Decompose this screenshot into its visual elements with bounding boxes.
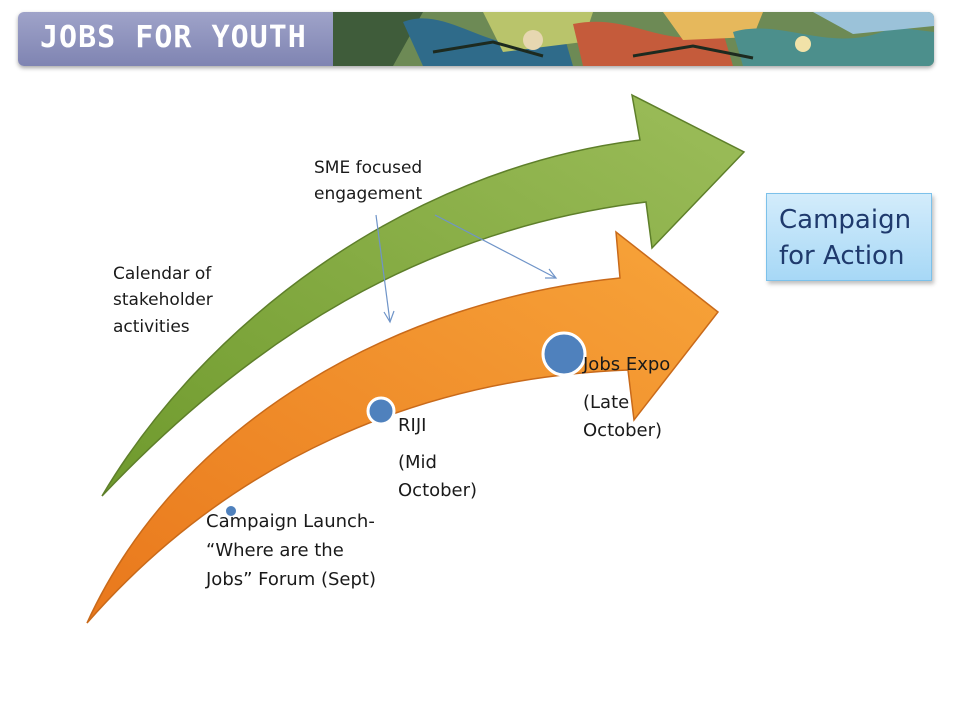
launch-label: Campaign Launch- “Where are the Jobs” Fo…	[206, 511, 376, 590]
sme-pointer-head-2	[545, 268, 558, 279]
header-banner: JOBS FOR YOUTH	[18, 12, 934, 66]
riji-date: (Mid October)	[398, 452, 478, 501]
sme-pointer-head-1	[383, 310, 395, 324]
banner-title: JOBS FOR YOUTH	[40, 20, 307, 55]
graffiti-art-image	[333, 12, 934, 66]
jobs-expo-date: (Late October)	[583, 392, 663, 441]
sme-pointer-line-1	[375, 214, 391, 323]
calendar-label: Calendar of stakeholder activities	[113, 264, 213, 337]
campaign-for-action-box: Campaign for Action	[766, 193, 932, 281]
sme-label: SME focused engagement	[314, 158, 423, 205]
riji-dot	[366, 396, 396, 426]
jobs-expo-dot	[541, 331, 587, 377]
jobs-expo-label: Jobs Expo	[583, 354, 671, 375]
orange-arrow	[86, 230, 720, 624]
campaign-for-action-text: Campaign for Action	[779, 205, 912, 272]
sme-pointer-line-2	[434, 214, 557, 279]
green-arrow	[101, 93, 746, 497]
launch-dot	[226, 506, 236, 516]
riji-label: RIJI	[398, 415, 427, 436]
banner-title-panel: JOBS FOR YOUTH	[18, 12, 333, 66]
